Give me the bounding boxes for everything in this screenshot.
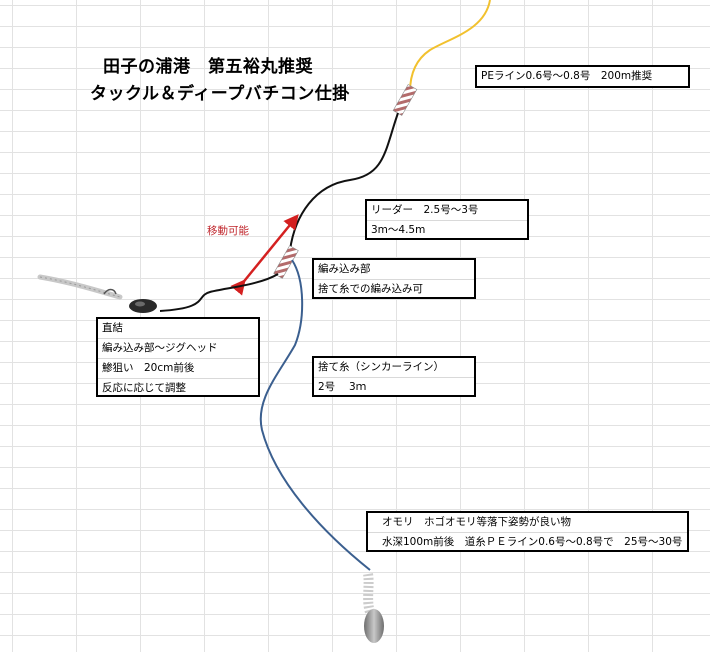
direct-adjust: 反応に応じて調整 (98, 378, 258, 397)
direct-section: 編み込み部～ジグヘッド (98, 338, 258, 358)
knot-spec-box: 編み込み部 捨て糸での編み込み可 (312, 258, 476, 299)
direct-target: 鯵狙い 20cm前後 (98, 358, 258, 378)
direct-spec-box: 直結 編み込み部～ジグヘッド 鯵狙い 20cm前後 反応に応じて調整 (96, 317, 260, 397)
title-line-1: 田子の浦港 第五裕丸推奨 (103, 57, 313, 77)
pe-line-spec: PEライン0.6号～0.8号 200m推奨 (481, 70, 653, 82)
pe-line (409, 0, 491, 93)
sinker-weight (363, 573, 384, 643)
sinker-line-title: 捨て糸（シンカーライン） (318, 361, 444, 373)
sinker-line (259, 259, 371, 571)
sinker-line-size: 2号 3ｍ (314, 377, 474, 396)
direct-title: 直結 (102, 322, 123, 334)
sinker-line-spec-box: 捨て糸（シンカーライン） 2号 3ｍ (312, 356, 476, 397)
weight-spec-box: オモリ ホゴオモリ等落下姿勢が良い物 水深100m前後 道糸ＰＥライン0.6号～… (366, 511, 689, 552)
direct-line (159, 273, 279, 312)
knot-title: 編み込み部 (318, 263, 371, 275)
title-line-2: タックル＆ディープバチコン仕掛 (90, 84, 350, 104)
weight-type: オモリ ホゴオモリ等落下姿勢が良い物 (382, 516, 571, 528)
upper-braid-knot (392, 84, 418, 116)
knot-note: 捨て糸での編み込み可 (314, 279, 474, 298)
leader-length: 3m～4.5m (367, 220, 527, 239)
weight-size: 水深100m前後 道糸ＰＥライン0.6号～0.8号で 25号～30号 (368, 532, 687, 551)
movable-label: 移動可能 (207, 225, 249, 237)
leader-spec-box: リーダー 2.5号～3号 3m～4.5m (365, 199, 529, 240)
pe-line-spec-box: PEライン0.6号～0.8号 200m推奨 (475, 65, 690, 88)
movable-arrow (230, 214, 299, 296)
jig-head (37, 274, 157, 313)
leader-size: リーダー 2.5号～3号 (371, 204, 479, 216)
